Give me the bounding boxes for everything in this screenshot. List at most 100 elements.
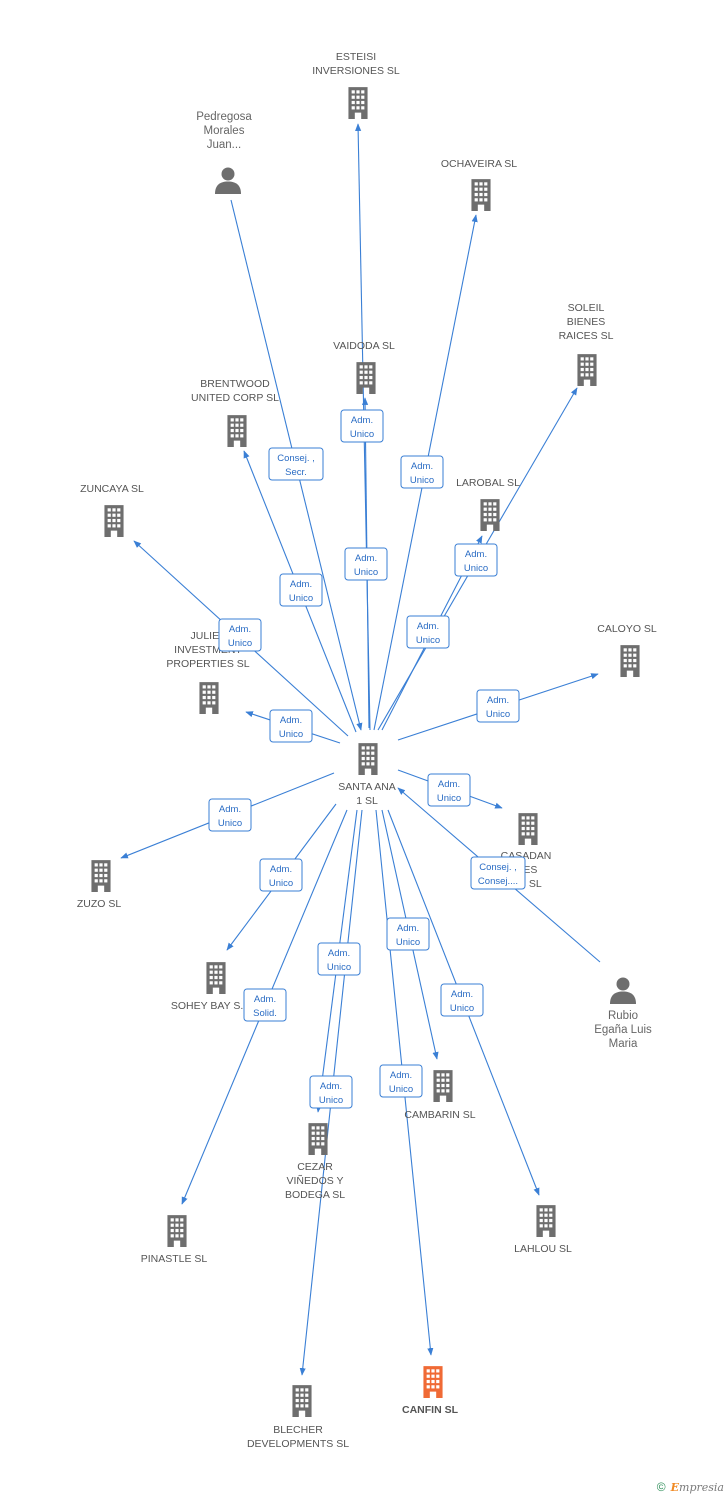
building-icon	[206, 962, 226, 994]
edge-label-text: Unico	[410, 475, 434, 486]
node-ochaveira[interactable]: OCHAVEIRA SL	[441, 158, 517, 211]
node-label: VAIDODA SL	[333, 340, 395, 352]
edge-label-box	[379, 1064, 423, 1098]
node-label: Egaña Luis	[594, 1024, 652, 1036]
node-label: CANFIN SL	[402, 1404, 459, 1416]
edge-label-zuzo[interactable]: Adm.Unico	[208, 798, 252, 832]
node-pedregosa[interactable]: PedregosaMoralesJuan...	[196, 111, 252, 194]
edge-label-text: Unico	[450, 1003, 474, 1014]
node-cambarin[interactable]: CAMBARIN SL	[404, 1070, 476, 1121]
edge-label-box	[344, 547, 388, 581]
edge-label-brentwood[interactable]: Adm. Unico	[279, 573, 323, 607]
edge-label-larobal[interactable]: Adm.Unico	[406, 615, 450, 649]
node-label: BLECHER	[273, 1424, 323, 1436]
building-icon	[227, 415, 247, 447]
node-label: 1 SL	[356, 795, 378, 807]
node-label: RAICES SL	[559, 330, 614, 342]
node-label: LAHLOU SL	[514, 1243, 572, 1255]
edge-label-text: Unico	[269, 878, 293, 889]
node-vaidoda[interactable]: VAIDODA SL	[333, 340, 395, 394]
edge-label-soleil[interactable]: Adm.Unico	[454, 543, 498, 577]
node-label: Maria	[609, 1038, 638, 1050]
footer-brand[interactable]: © Empresia	[657, 1480, 724, 1494]
edge-label-text: Unico	[319, 1095, 343, 1106]
edge-label-text: Adm.	[229, 624, 251, 635]
node-label: ESTEISI	[336, 51, 376, 63]
edge-label-vaidoda[interactable]: Adm.Unico	[344, 547, 388, 581]
edge-label-box	[400, 455, 444, 489]
node-pinastle[interactable]: PINASTLE SL	[141, 1215, 208, 1265]
edge-label-box	[259, 858, 303, 892]
edge-label-box	[309, 1075, 353, 1109]
edge-label-text: Adm.	[411, 461, 433, 472]
edge-label-esteisi[interactable]: Adm.Unico	[340, 409, 384, 443]
edge-label-text: Adm.	[390, 1070, 412, 1081]
node-esteisi[interactable]: ESTEISI INVERSIONES SL	[312, 51, 400, 119]
node-zuncaya[interactable]: ZUNCAYA SL	[80, 483, 144, 537]
node-caloyo[interactable]: CALOYO SL	[597, 623, 657, 677]
building-icon	[423, 1366, 443, 1398]
node-zuzo[interactable]: ZUZO SL	[77, 860, 121, 910]
edge-label-sohey[interactable]: Adm.Unico	[259, 858, 303, 892]
node-label: PROPERTIES SL	[166, 658, 249, 670]
node-label: CAMBARIN SL	[404, 1109, 475, 1121]
node-label: BIENES	[567, 316, 606, 328]
edge-label-canfin[interactable]: Adm. Unico	[379, 1064, 423, 1098]
node-lahlou[interactable]: LAHLOU SL	[514, 1205, 572, 1255]
edge-label-pinastle[interactable]: Adm.Solid.	[243, 988, 287, 1022]
node-label: BODEGA SL	[285, 1189, 345, 1201]
node-larobal[interactable]: LAROBAL SL	[456, 477, 520, 531]
person-icon	[610, 977, 636, 1004]
edge-label-text: Adm.	[328, 948, 350, 959]
edge-label-text: Adm.	[254, 994, 276, 1005]
building-icon	[536, 1205, 556, 1237]
edge-label-text: Adm.	[417, 621, 439, 632]
node-label: Morales	[204, 125, 245, 137]
edge-label-text: Adm.	[451, 989, 473, 1000]
edge-label-text: Secr.	[285, 467, 307, 478]
edge-label-text: Unico	[289, 593, 313, 604]
edge-label-ochaveira[interactable]: Adm. Unico	[400, 455, 444, 489]
edge-label-caloyo[interactable]: Adm.Unico	[476, 689, 520, 723]
edge-label-box	[470, 856, 526, 890]
edge-label-pedregosa[interactable]: Consej. ,Secr.	[268, 447, 324, 481]
building-icon	[518, 813, 538, 845]
node-sohey[interactable]: SOHEY BAY S...	[171, 962, 249, 1012]
node-canfin[interactable]: CANFIN SL	[402, 1366, 459, 1416]
node-label: LAROBAL SL	[456, 477, 520, 489]
node-label: SOHEY BAY S...	[171, 1000, 249, 1012]
edge-label-box	[218, 618, 262, 652]
edge-label-text: Unico	[486, 709, 510, 720]
building-icon	[620, 645, 640, 677]
brand-initial: E	[670, 1481, 680, 1494]
node-soleil[interactable]: SOLEIL BIENES RAICES SL	[559, 302, 614, 386]
building-icon	[358, 743, 378, 775]
edge-label-juliet[interactable]: Adm.Unico	[269, 709, 313, 743]
brand-name: mpresia	[679, 1481, 724, 1494]
edge-label-blecher[interactable]: Adm.Unico	[309, 1075, 353, 1109]
node-label: VIÑEDOS Y	[287, 1174, 344, 1187]
node-label: SOLEIL	[568, 302, 605, 314]
edge-label-box	[269, 709, 313, 743]
node-label: INVERSIONES SL	[312, 65, 400, 77]
edge-label-zuncaya[interactable]: Adm.Unico	[218, 618, 262, 652]
edge-label-text: Adm.	[290, 579, 312, 590]
edge-label-cambarin[interactable]: Adm.Unico	[386, 917, 430, 951]
edge-label-cezar[interactable]: Adm.Unico	[317, 942, 361, 976]
edge-label-box	[268, 447, 324, 481]
edge-label-casadan[interactable]: Adm.Unico	[427, 773, 471, 807]
edge-label-rubio[interactable]: Consej. ,Consej....	[470, 856, 526, 890]
edge-label-text: Unico	[389, 1084, 413, 1095]
edge-label-text: Unico	[437, 793, 461, 804]
building-icon	[308, 1123, 328, 1155]
edge-label-lahlou[interactable]: Adm. Unico	[440, 983, 484, 1017]
node-label: OCHAVEIRA SL	[441, 158, 517, 170]
